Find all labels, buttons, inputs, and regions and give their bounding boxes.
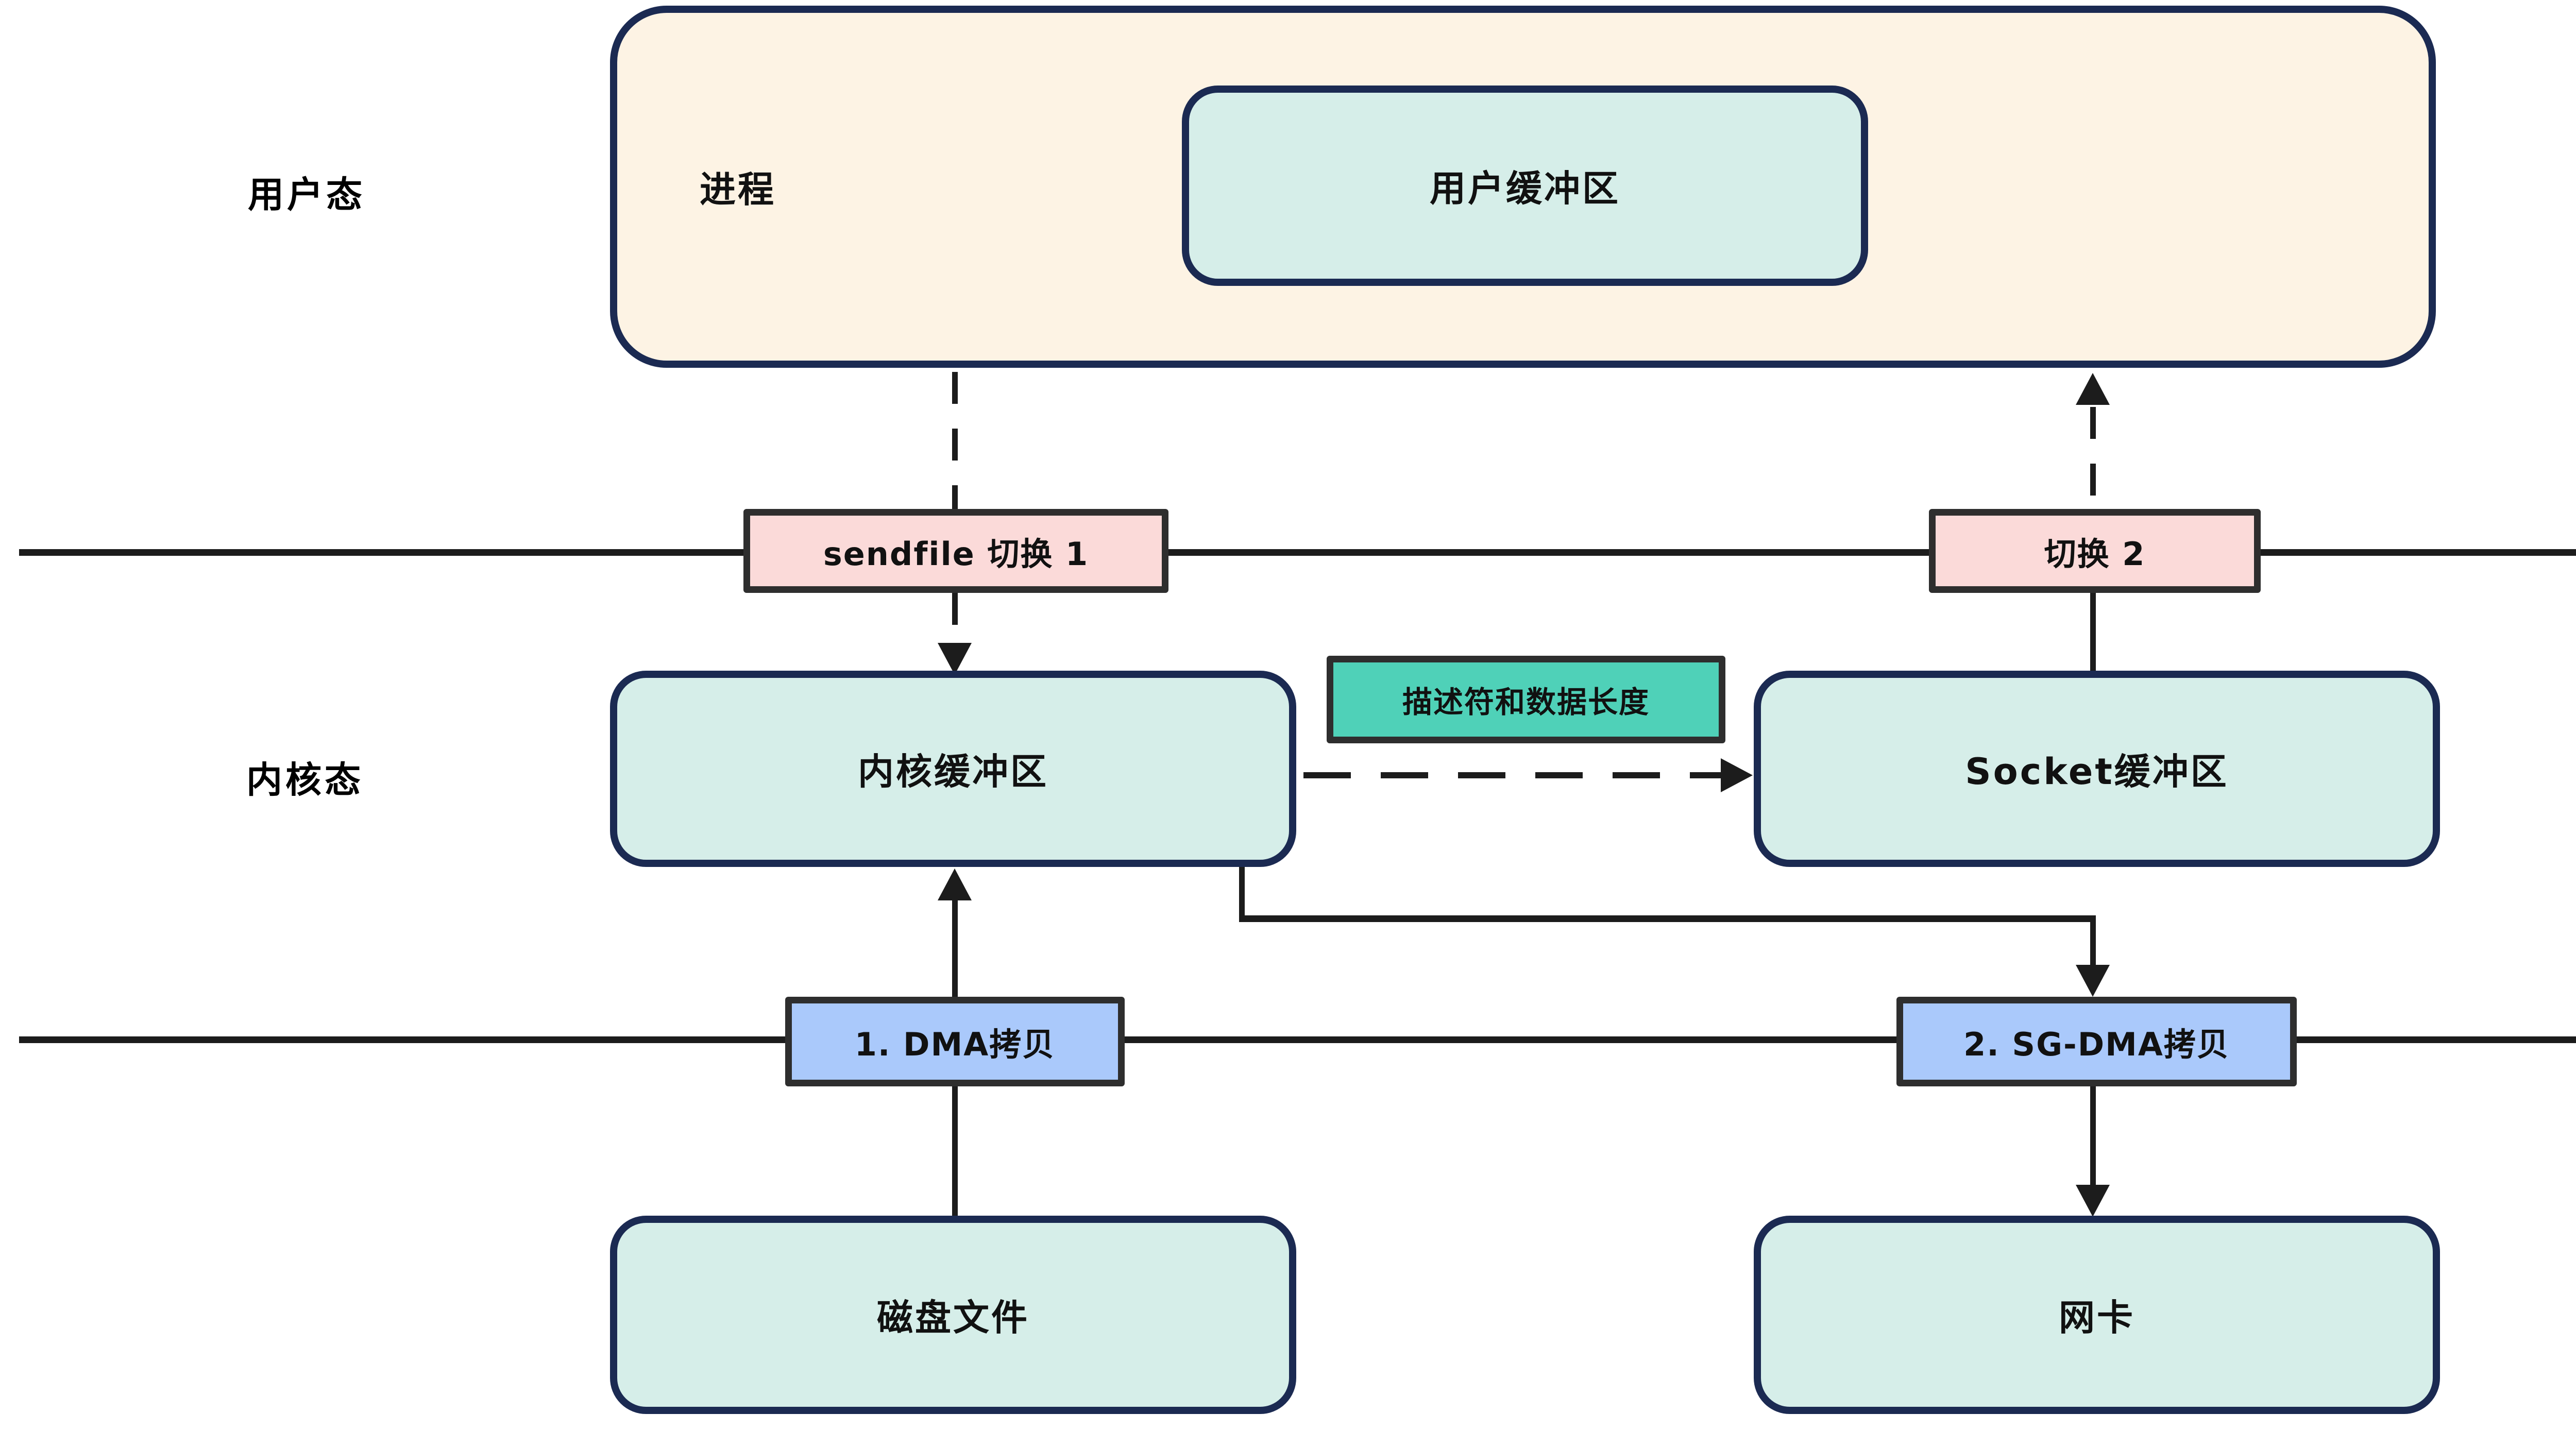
arrowhead-into-socket-buffer-left [1721,758,1753,792]
dma-copy-1-box: 1. DMA拷贝 [785,997,1125,1086]
arrowhead-into-sg-dma-top [2076,965,2110,997]
disk-file-box: 磁盘文件 [610,1216,1296,1414]
socket-buffer-box: Socket缓冲区 [1754,671,2440,867]
arrowhead-into-process-bottom [2076,373,2110,405]
connector-switch2-to-socket-buffer [2090,593,2096,673]
user-buffer-box: 用户缓冲区 [1182,86,1868,286]
kernel-buffer-box: 内核缓冲区 [610,671,1296,867]
sg-dma-copy-2-box: 2. SG-DMA拷贝 [1896,997,2297,1086]
nic-box: 网卡 [1754,1216,2440,1414]
connector-kernel-buffer-elbow-horizontal [1239,915,2096,922]
nic-label: 网卡 [2059,1297,2135,1339]
descriptor-box: 描述符和数据长度 [1327,656,1725,743]
sendfile-switch-1-label: sendfile 切换 1 [823,535,1089,573]
arrowhead-into-nic-top [2076,1185,2110,1217]
connector-elbow-to-sg-dma [2090,915,2096,967]
switch-2-box: 切换 2 [1929,509,2261,593]
connector-process-to-sendfile-switch [952,372,958,509]
arrowhead-into-kernel-buffer-bottom [938,868,972,900]
layer-label-user-mode: 用户态 [248,174,365,216]
descriptor-label: 描述符和数据长度 [1402,685,1650,720]
arrowhead-into-kernel-buffer-top [938,643,972,675]
kernel-buffer-label: 内核缓冲区 [858,751,1048,793]
connector-sg-dma-to-nic [2090,1086,2096,1189]
disk-file-label: 磁盘文件 [877,1297,1029,1339]
switch-2-label: 切换 2 [2044,535,2146,573]
sg-dma-copy-2-label: 2. SG-DMA拷贝 [1963,1026,2230,1063]
dma-copy-1-label: 1. DMA拷贝 [854,1026,1056,1063]
connector-sendfile-switch-to-kernel-buffer [952,593,958,650]
connector-kernel-buffer-to-socket-buffer [1303,772,1721,778]
connector-kernel-buffer-elbow-vertical [1239,867,1245,922]
process-label: 进程 [700,168,776,211]
socket-buffer-label: Socket缓冲区 [1965,751,2229,793]
user-buffer-label: 用户缓冲区 [1430,167,1620,210]
connector-switch2-to-process [2090,407,2096,509]
layer-label-kernel-mode: 内核态 [246,759,364,801]
sendfile-switch-1-box: sendfile 切换 1 [743,509,1168,593]
